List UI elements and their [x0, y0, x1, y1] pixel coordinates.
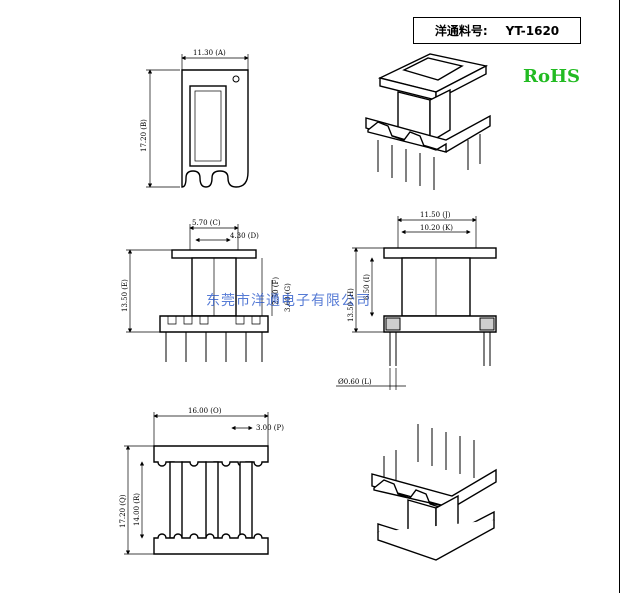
dim-label-a: 11.30 (A) — [193, 49, 226, 57]
dim-label-e: 13.50 (E) — [121, 279, 129, 312]
side-view: 5.70 (C) 4.30 (D) 13.50 (E) 2.50 (F) 3.6… — [121, 219, 292, 362]
front-view: 11.50 (J) 10.20 (K) 13.50 (H) 6.50 (I) Ø… — [336, 211, 497, 390]
top-view: 11.30 (A) 17.20 (B) — [140, 49, 249, 188]
dim-label-i: 6.50 (I) — [363, 274, 371, 300]
iso-view-bottom — [371, 424, 497, 561]
dim-label-j: 11.50 (J) — [420, 211, 451, 219]
front-top-flange — [383, 247, 497, 259]
iso-b-flange-edge — [377, 520, 495, 561]
front-pin-socket — [479, 317, 495, 331]
bottom-view: 16.00 (O) 3.00 (P) 17.20 (Q) 14.00 (R) — [119, 407, 284, 555]
dim-label-c: 5.70 (C) — [192, 219, 221, 227]
bottom-leg — [205, 461, 219, 539]
part-number-label: 洋通料号: — [434, 24, 488, 38]
bottom-flange-bottom — [153, 533, 269, 555]
frame-border — [619, 0, 620, 593]
dim-label-p: 3.00 (P) — [256, 424, 284, 432]
dim-label-o: 16.00 (O) — [188, 407, 222, 415]
pin1-mark-icon — [232, 75, 240, 83]
core-window-inner — [194, 90, 222, 162]
dim-label-r: 14.00 (R) — [133, 493, 141, 526]
front-base — [383, 315, 497, 333]
bottom-leg — [239, 461, 253, 539]
bottom-leg — [169, 461, 183, 539]
dim-label-k: 10.20 (K) — [420, 224, 453, 232]
side-top-flange — [171, 249, 257, 259]
side-base — [159, 315, 269, 333]
dim-label-f: 2.50 (F) — [272, 277, 280, 305]
rohs-mark: RoHS — [523, 66, 580, 87]
dim-label-g: 3.60 (G) — [284, 283, 292, 312]
iso-core-slot — [402, 57, 464, 81]
core-window-outer — [189, 85, 227, 167]
side-pin-slots — [167, 316, 261, 325]
dim-label-l: Ø0.60 (L) — [338, 378, 372, 386]
watermark-text: 东莞市洋通电子有限公司 — [206, 293, 371, 309]
iso-pin-slots — [367, 121, 447, 153]
dim-label-h: 13.50 (H) — [347, 288, 355, 322]
iso-view-top — [365, 53, 491, 190]
part-number-box: 洋通料号: YT-1620 — [413, 17, 581, 44]
part-number-value: YT-1620 — [505, 23, 560, 38]
dim-label-d: 4.30 (D) — [230, 232, 259, 240]
front-pin-socket — [385, 317, 401, 331]
iso-core-side — [429, 88, 451, 144]
dim-label-q: 17.20 (Q) — [119, 494, 127, 528]
dim-label-b: 17.20 (B) — [140, 119, 148, 152]
